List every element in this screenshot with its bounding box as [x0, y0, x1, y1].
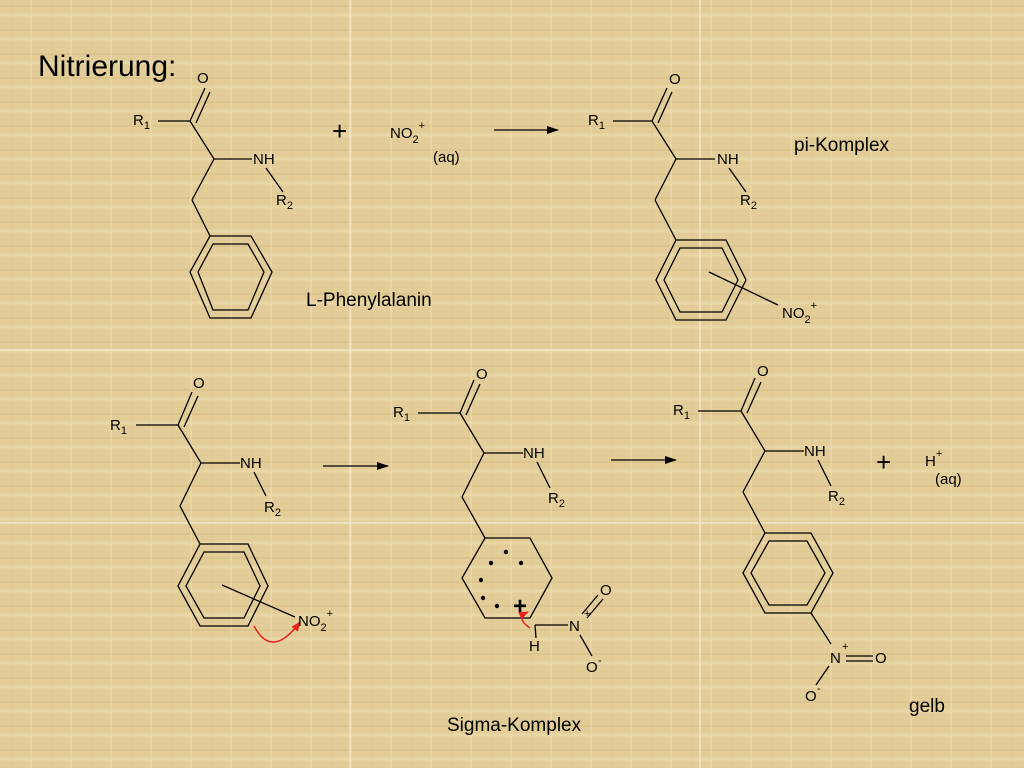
oxygen-atom: O: [197, 70, 209, 87]
oxygen-atom: O: [669, 71, 681, 88]
slide-title: Nitrierung:: [38, 50, 176, 83]
pi-complex-molecule: O R1 NH R2 NO2+: [588, 71, 817, 326]
yellow-label: gelb: [909, 696, 945, 717]
sigma-complex-molecule: + O R1 NH R2 H N + O O -: [393, 366, 612, 676]
oxygen-atom: O: [600, 582, 612, 599]
aqueous-label: (aq): [433, 149, 460, 166]
oxygen-atom: O: [875, 650, 887, 667]
oxygen-atom: O: [757, 363, 769, 380]
r1-group: R1: [133, 112, 150, 132]
r1-group: R1: [673, 402, 690, 422]
benzene-ring: [189, 235, 273, 319]
r2-group: R2: [276, 192, 293, 212]
r1-group: R1: [588, 112, 605, 132]
phenylalanine-label: L-Phenylalanin: [306, 290, 432, 311]
nitrogen-charge: +: [584, 608, 590, 620]
proton: H+: [925, 448, 942, 470]
nitrogen-atom: N: [830, 650, 841, 667]
attack-molecule: O R1 NH R2 NO2+: [110, 375, 333, 643]
hydrogen-atom: H: [529, 638, 540, 655]
nh-group: NH: [523, 445, 545, 462]
delocalized-electrons: [478, 549, 524, 609]
benzene-ring: [655, 239, 747, 321]
benzene-ring: [742, 532, 834, 614]
benzene-ring: [177, 543, 269, 627]
curved-electron-arrow: [518, 611, 531, 629]
nh-group: NH: [717, 151, 739, 168]
nitrogen-charge: +: [842, 641, 848, 653]
nitro-product-molecule: O R1 NH R2 N + O O -: [673, 363, 887, 705]
nitronium-ion: NO2+: [298, 608, 333, 634]
phenylalanine-molecule: O R1 NH R2: [133, 70, 293, 319]
pi-complex-label: pi-Komplex: [794, 135, 890, 156]
aqueous-label: (aq): [935, 471, 962, 488]
nitronium-ion: NO2+: [390, 120, 425, 146]
plus-sign: +: [876, 447, 891, 477]
nh-group: NH: [253, 151, 275, 168]
oxygen-charge: -: [817, 683, 821, 695]
oxygen-atom: O: [193, 375, 205, 392]
r2-group: R2: [828, 488, 845, 508]
r1-group: R1: [110, 417, 127, 437]
oxygen-atom: O: [586, 659, 598, 676]
oxygen-atom: O: [805, 688, 817, 705]
r2-group: R2: [264, 499, 281, 519]
r2-group: R2: [740, 192, 757, 212]
nitrogen-atom: N: [569, 618, 580, 635]
nh-group: NH: [804, 443, 826, 460]
curved-electron-arrow: [253, 621, 301, 643]
plus-sign: +: [332, 116, 347, 146]
nh-group: NH: [240, 455, 262, 472]
sigma-complex-label: Sigma-Komplex: [447, 715, 582, 736]
r1-group: R1: [393, 404, 410, 424]
nitronium-ion: NO2+: [782, 300, 817, 326]
ring-positive-charge: +: [513, 593, 527, 620]
cyclohexadienyl-ring: [461, 537, 553, 619]
r2-group: R2: [548, 490, 565, 510]
oxygen-charge: -: [598, 655, 602, 667]
oxygen-atom: O: [476, 366, 488, 383]
